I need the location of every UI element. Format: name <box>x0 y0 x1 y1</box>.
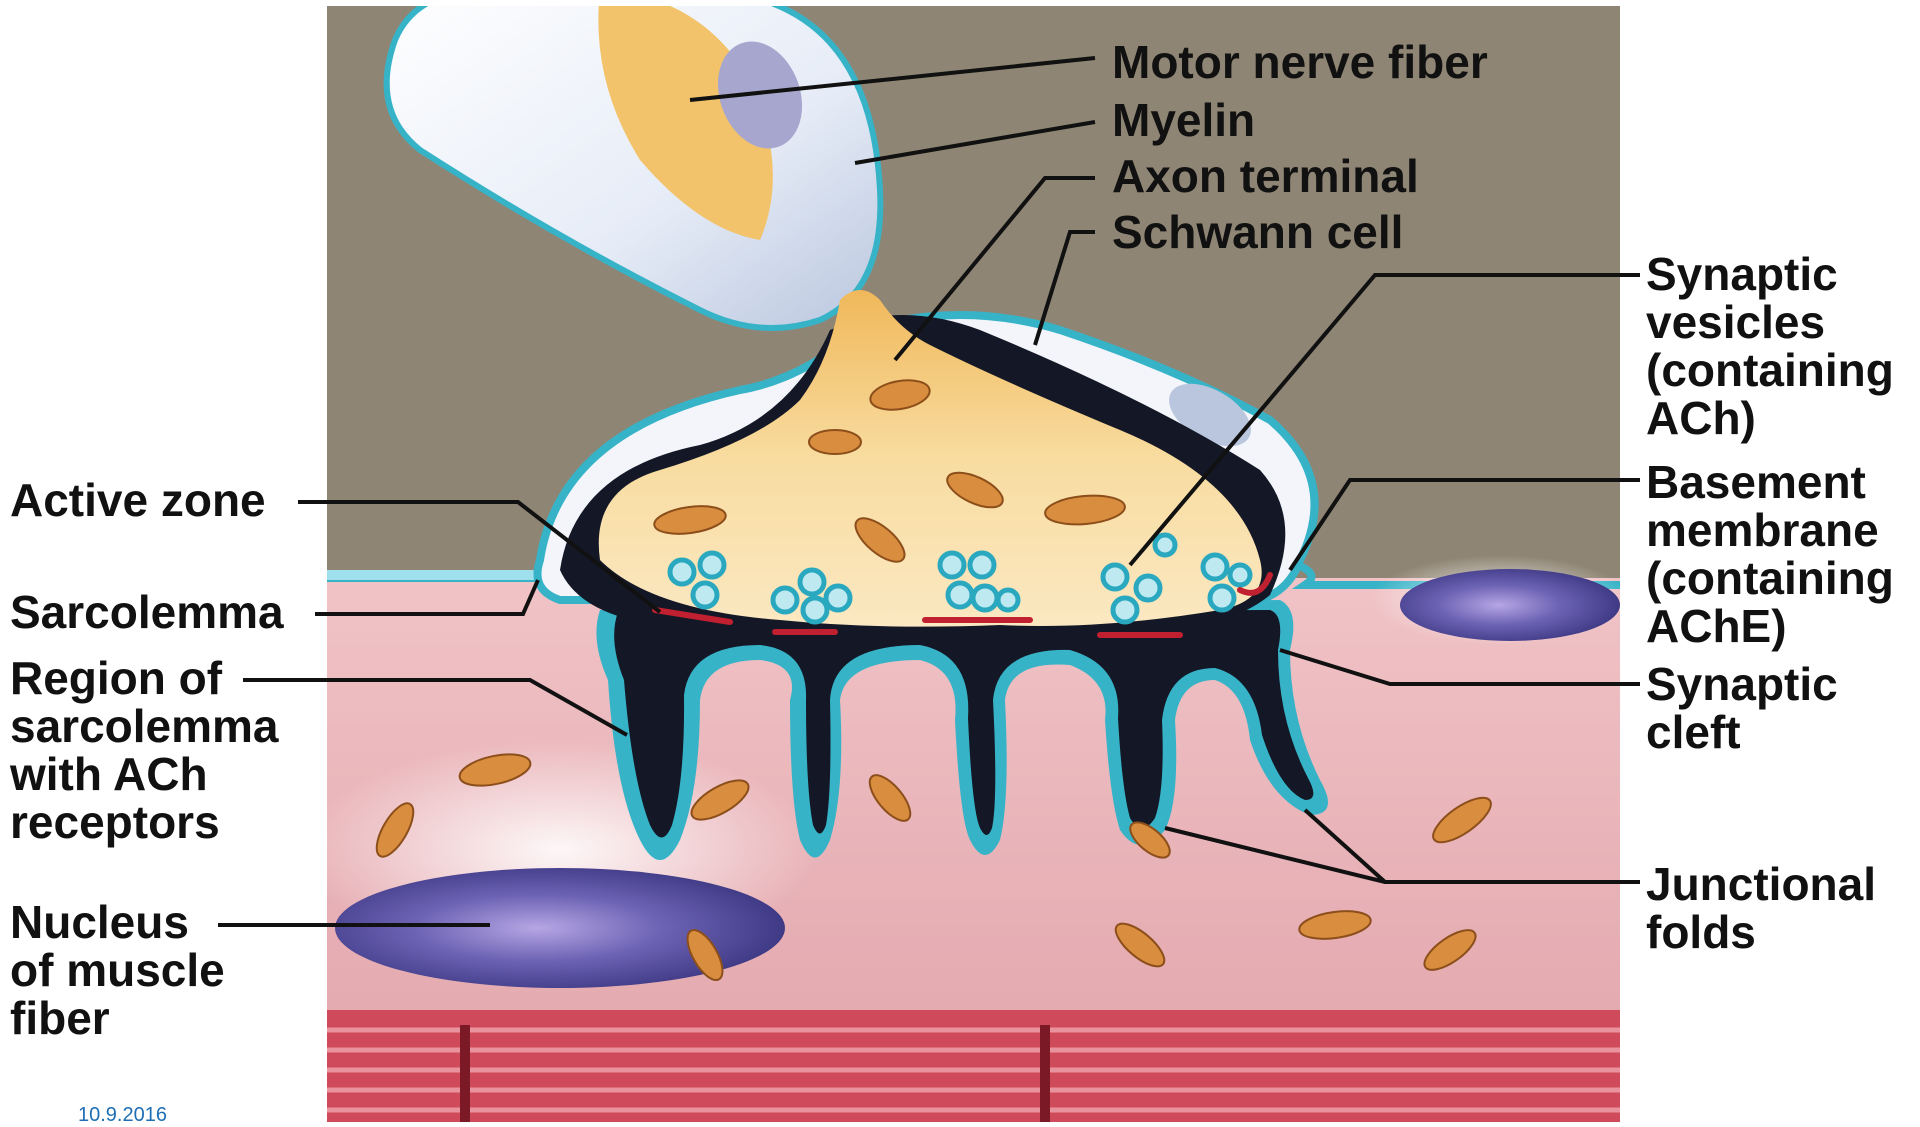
label-sarcolemma: Sarcolemma <box>10 588 284 636</box>
label-junctional-folds: Junctional folds <box>1646 860 1876 956</box>
myofibrils <box>327 1010 1620 1122</box>
label-motor-nerve-fiber: Motor nerve fiber <box>1112 38 1488 86</box>
footer-date: 10.9.2016 <box>78 1104 167 1127</box>
label-schwann-cell: Schwann cell <box>1112 208 1403 256</box>
label-nucleus-of-muscle-fiber: Nucleus of muscle fiber <box>10 898 225 1042</box>
label-myelin: Myelin <box>1112 96 1255 144</box>
label-active-zone: Active zone <box>10 476 266 524</box>
label-basement-membrane: Basement membrane (containing AChE) <box>1646 458 1894 650</box>
muscle-nucleus-right <box>1400 569 1620 641</box>
label-synaptic-cleft: Synaptic cleft <box>1646 660 1838 756</box>
label-axon-terminal: Axon terminal <box>1112 152 1419 200</box>
label-region-of-sarcolemma: Region of sarcolemma with ACh receptors <box>10 654 279 846</box>
label-synaptic-vesicles: Synaptic vesicles (containing ACh) <box>1646 250 1894 442</box>
